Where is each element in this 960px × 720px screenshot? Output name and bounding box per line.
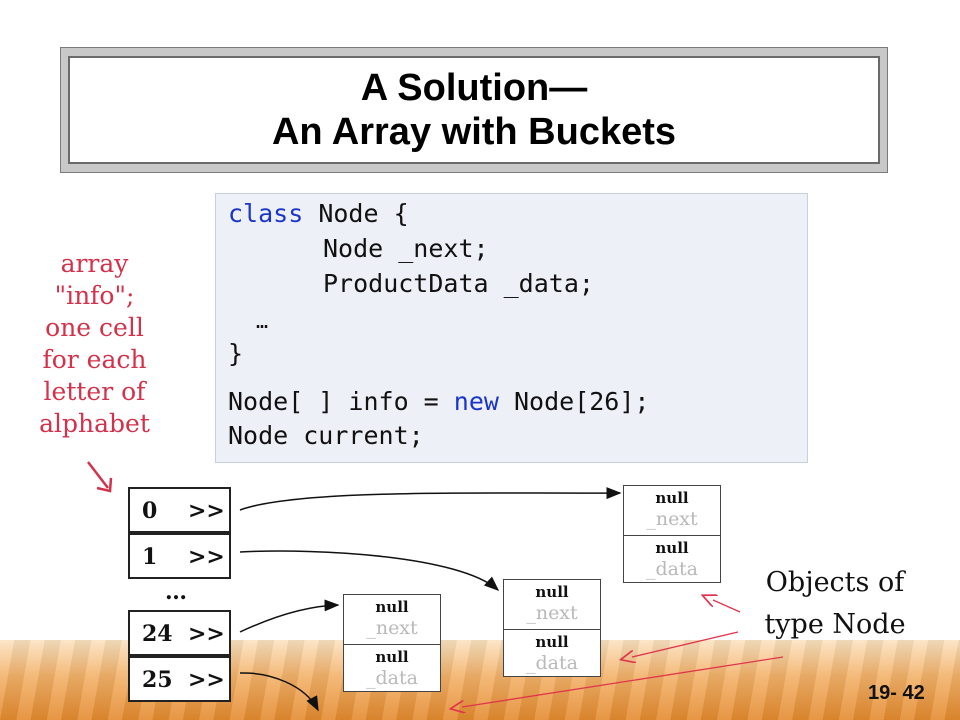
objects-label-line-1: Objects of (765, 567, 905, 598)
annotation-line: alphabet (39, 409, 150, 438)
pointer-arrow-cell-1 (239, 550, 500, 591)
code-panel: class Node { Node _next; ProductData _da… (215, 193, 808, 463)
code-keyword-new: new (453, 387, 499, 416)
array-cell-1: 1 >> (128, 533, 231, 579)
pointer-arrow-cell-24 (239, 599, 340, 633)
code-line-ellipsis: … (256, 309, 269, 333)
annotation-arrow (87, 461, 109, 489)
node-data-label: _data (526, 652, 578, 674)
code-line-data-field: ProductData _data; (323, 269, 594, 298)
node-object-middle: null _next null _data (503, 579, 601, 677)
annotation-line: "info"; (54, 281, 135, 310)
pointer-arrow-cell-0 (239, 487, 622, 511)
node-next-value: null (375, 598, 409, 616)
code-line-array-decl: Node[ ] info = new Node[26]; (228, 387, 649, 417)
objects-pointer-arrow-3 (462, 656, 784, 707)
code-line-next-field: Node _next; (323, 234, 489, 263)
code-line-close-brace: } (228, 339, 244, 368)
node-data-value: null (655, 539, 689, 557)
annotation-line: array (60, 249, 129, 278)
node-next-value: null (535, 583, 569, 601)
cell-pointer: >> (188, 667, 225, 693)
array-cell-24: 24 >> (128, 610, 231, 656)
objects-label-line-2: type Node (764, 609, 906, 640)
cell-index: 1 (142, 544, 158, 570)
title-line-2: An Array with Buckets (271, 111, 677, 153)
cell-index: 25 (142, 667, 173, 693)
annotation-line: for each (42, 345, 147, 374)
node-data-value: null (535, 633, 569, 651)
array-cell-25: 25 >> (128, 656, 231, 702)
cell-pointer: >> (188, 621, 225, 647)
annotation-line: one cell (45, 313, 144, 342)
node-data-field: null _data (624, 535, 720, 585)
cell-pointer: >> (188, 498, 225, 524)
node-data-label: _data (646, 558, 698, 580)
slide-title: A Solution— An Array with Buckets (68, 56, 880, 164)
node-data-value: null (375, 648, 409, 666)
slide-number: 19- 42 (868, 682, 925, 704)
array-ellipsis: … (165, 579, 187, 605)
code-class-name: Node { (303, 199, 409, 228)
pointer-arrow-cell-25 (239, 672, 319, 712)
node-next-value: null (655, 489, 689, 507)
node-next-label: _next (646, 508, 698, 530)
node-data-label: _data (366, 667, 418, 689)
code-array-decl-end: Node[26]; (498, 387, 650, 416)
array-cell-0: 0 >> (128, 487, 231, 533)
node-next-label: _next (526, 602, 578, 624)
node-object-left: null _next null _data (343, 594, 441, 692)
objects-pointer-arrow-2 (632, 631, 739, 657)
cell-pointer: >> (188, 544, 225, 570)
cell-index: 24 (142, 621, 173, 647)
node-data-field: null _data (344, 644, 440, 694)
code-line-class-decl: class Node { (228, 199, 409, 229)
node-data-field: null _data (504, 629, 600, 679)
node-next-field: null _next (504, 580, 600, 629)
node-next-field: null _next (624, 486, 720, 535)
code-line-current-decl: Node current; (228, 421, 424, 450)
objects-pointer-arrow-1 (713, 600, 741, 613)
annotation-line: letter of (43, 377, 146, 406)
title-line-1: A Solution— (360, 67, 588, 109)
code-array-decl-start: Node[ ] info = (228, 387, 454, 416)
annotation-arrow-head (96, 477, 113, 493)
code-keyword-class: class (228, 199, 304, 228)
cell-index: 0 (142, 498, 158, 524)
node-next-field: null _next (344, 595, 440, 644)
node-next-label: _next (366, 617, 418, 639)
objects-label: Objects of type Node (740, 562, 930, 646)
node-object-top-right: null _next null _data (623, 485, 721, 583)
array-annotation: array "info"; one cell for each letter o… (12, 248, 177, 440)
